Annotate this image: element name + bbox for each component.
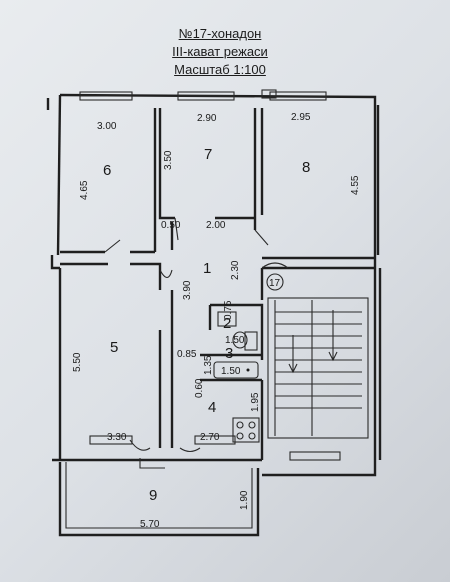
dim-room8-width: 2.95 <box>291 112 311 123</box>
dim-room5-width: 3.30 <box>107 432 127 443</box>
room-2-label: 2 <box>223 315 231 332</box>
floor-plan-subtitle: III-кават режаси <box>172 44 268 59</box>
dim-room7-width: 2.90 <box>197 113 217 124</box>
dim-balcony-width: 5.70 <box>140 519 160 530</box>
dim-390: 3.90 <box>182 280 193 300</box>
dim-270: 2.70 <box>200 432 220 443</box>
dim-230: 2.30 <box>230 260 241 280</box>
dim-150-bath: 1.50 <box>225 335 245 346</box>
dim-195: 1.95 <box>250 392 261 412</box>
dim-room7-height: 3.50 <box>163 150 174 170</box>
room-1-label: 1 <box>203 260 211 277</box>
dim-150-tub: 1.50 <box>221 366 241 377</box>
dim-room6-height: 4.65 <box>79 180 90 200</box>
room-6-label: 6 <box>103 162 111 179</box>
room-4-label: 4 <box>208 399 216 416</box>
top-windows <box>79 89 327 101</box>
room-5-label: 5 <box>110 339 118 356</box>
room-8-label: 8 <box>302 159 310 176</box>
scale-label: Масштаб 1:100 <box>174 62 266 77</box>
apartment-number-title: №17-хонадон <box>178 26 262 41</box>
dim-room6-width: 3.00 <box>97 121 117 132</box>
dim-060: 0.60 <box>194 378 205 398</box>
stair-number-label: 17 <box>269 278 281 289</box>
dim-room5-height: 5.50 <box>72 352 83 372</box>
dim-085: 0.85 <box>177 349 197 360</box>
room-3-label: 3 <box>225 345 233 362</box>
dim-balcony-height: 1.90 <box>239 490 250 510</box>
outer-walls <box>46 93 382 477</box>
dim-075: 0.75 <box>223 300 234 320</box>
dim-room8-height: 4.55 <box>350 175 361 195</box>
room-9-label: 9 <box>149 487 157 504</box>
interior-walls <box>60 108 375 461</box>
dim-050: 0.50 <box>161 220 181 231</box>
dim-135: 1.35 <box>203 355 214 375</box>
dim-200: 2.00 <box>206 220 226 231</box>
door-swings <box>129 269 201 453</box>
room-7-label: 7 <box>204 146 212 163</box>
stove-icon <box>232 417 260 443</box>
stair-marker <box>261 262 289 291</box>
balcony <box>58 458 260 537</box>
bathroom-fixtures <box>213 311 259 379</box>
stair-treads <box>274 300 362 436</box>
